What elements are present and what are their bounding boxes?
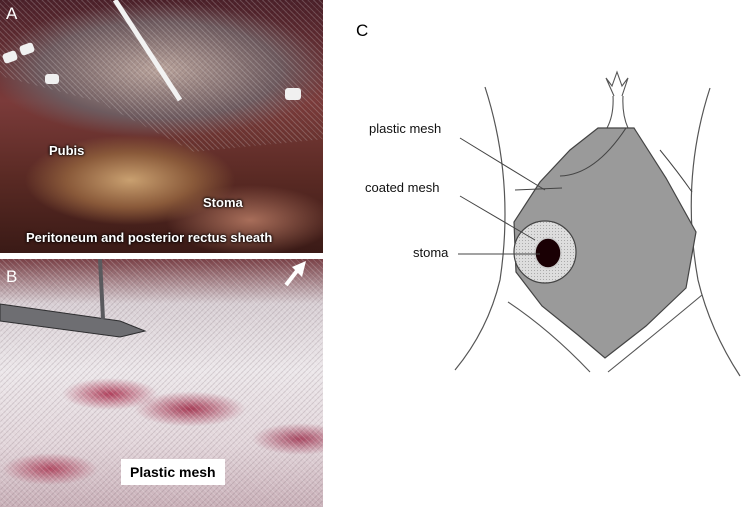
leader-plastic-mesh: [459, 137, 546, 191]
inguinal-right: [607, 294, 703, 373]
midline-left: [606, 95, 614, 129]
photo-a-details: [2, 0, 301, 102]
tack-4: [19, 42, 35, 56]
suture-passer: [98, 259, 105, 320]
instrument-shaft: [112, 0, 183, 102]
xiphoid-outline: [605, 70, 629, 97]
torso-right-outline: [690, 87, 741, 377]
leader-coated-mesh: [459, 195, 536, 241]
tack-1: [2, 50, 18, 64]
schematic-diagram: C plastic mesh coated mesh stoma: [356, 21, 741, 377]
label-stoma-photo: Stoma: [203, 195, 243, 210]
label-plastic-mesh: plastic mesh: [369, 121, 441, 136]
panel-letter-c: C: [356, 21, 368, 40]
label-stoma: stoma: [413, 245, 449, 260]
torso-left-outline: [454, 86, 506, 371]
tack-2: [45, 74, 59, 84]
photo-panel-a: A Pubis Stoma Peritoneum and posterior r…: [0, 0, 323, 253]
label-pubis: Pubis: [49, 143, 85, 158]
label-coated-mesh: coated mesh: [365, 180, 439, 195]
label-plastic-mesh-photo: Plastic mesh: [121, 459, 225, 485]
label-peritoneum: Peritoneum and posterior rectus sheath: [26, 230, 273, 245]
panel-letter-b: B: [6, 267, 18, 286]
tack-3: [285, 88, 301, 100]
midline-right: [622, 95, 629, 129]
mesh-fold-line: [559, 127, 627, 177]
grasper-instrument: [0, 303, 147, 338]
mesh-edge-line-left: [514, 187, 563, 191]
stoma-shape: [534, 237, 562, 269]
white-arrow-icon: [284, 261, 306, 287]
photo-panel-b: B Plastic mesh: [0, 259, 323, 507]
photo-b-details: [0, 259, 306, 338]
panel-letter-a: A: [6, 4, 18, 23]
inguinal-left: [507, 301, 591, 373]
mesh-edge-line-right: [659, 149, 693, 193]
